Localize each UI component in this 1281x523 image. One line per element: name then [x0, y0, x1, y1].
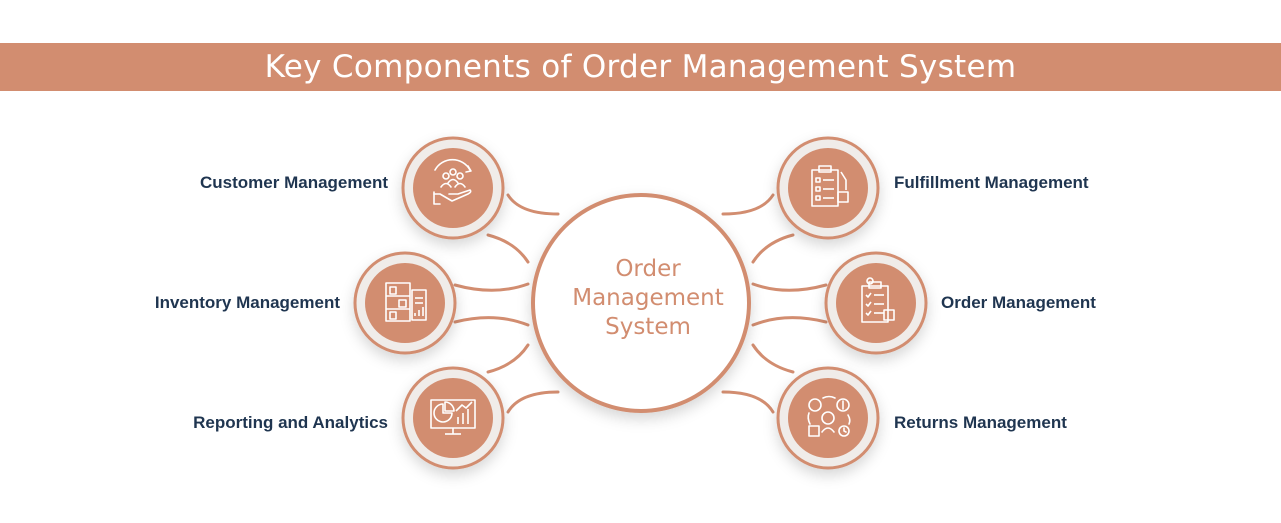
node-reporting	[401, 366, 505, 470]
page-title: Key Components of Order Management Syste…	[264, 49, 1017, 85]
connector-fulfillment-1	[721, 193, 775, 216]
connector-inventory-2	[453, 316, 530, 327]
node-order	[824, 251, 928, 355]
label-customer-management: Customer Management	[200, 173, 388, 192]
title-banner: Key Components of Order Management Syste…	[0, 43, 1281, 91]
connector-inventory-1	[453, 282, 530, 292]
connector-reporting-1	[486, 343, 530, 374]
connector-customer-2	[486, 233, 530, 264]
label-returns-management: Returns Management	[894, 413, 1067, 432]
connector-order-2	[751, 316, 828, 327]
connector-returns-1	[751, 343, 795, 374]
node-returns	[776, 366, 880, 470]
connectors	[453, 193, 828, 414]
connector-returns-2	[721, 390, 775, 414]
order-checklist-icon	[861, 277, 895, 323]
label-reporting-and-analytics: Reporting and Analytics	[193, 413, 388, 432]
label-inventory-management: Inventory Management	[154, 293, 340, 312]
center-node	[531, 193, 751, 413]
analytics-monitor-icon	[430, 399, 476, 435]
node-customer	[401, 136, 505, 240]
returns-cycle-icon	[807, 395, 851, 437]
connector-fulfillment-2	[751, 233, 795, 264]
customer-hand-icon	[433, 158, 472, 205]
center-line-3: System	[605, 314, 691, 340]
connector-order-1	[751, 282, 828, 292]
label-fulfillment-management: Fulfillment Management	[894, 173, 1089, 192]
center-line-1: Order	[615, 256, 681, 282]
node-inventory	[353, 251, 457, 355]
center-label: Order Management System	[548, 255, 748, 342]
connector-customer-1	[506, 193, 560, 216]
center-line-2: Management	[572, 285, 724, 311]
connector-reporting-2	[506, 390, 560, 414]
warehouse-shelf-icon	[385, 282, 427, 322]
label-order-management: Order Management	[941, 293, 1096, 312]
node-fulfillment	[776, 136, 880, 240]
clipboard-checklist-icon	[811, 165, 849, 207]
